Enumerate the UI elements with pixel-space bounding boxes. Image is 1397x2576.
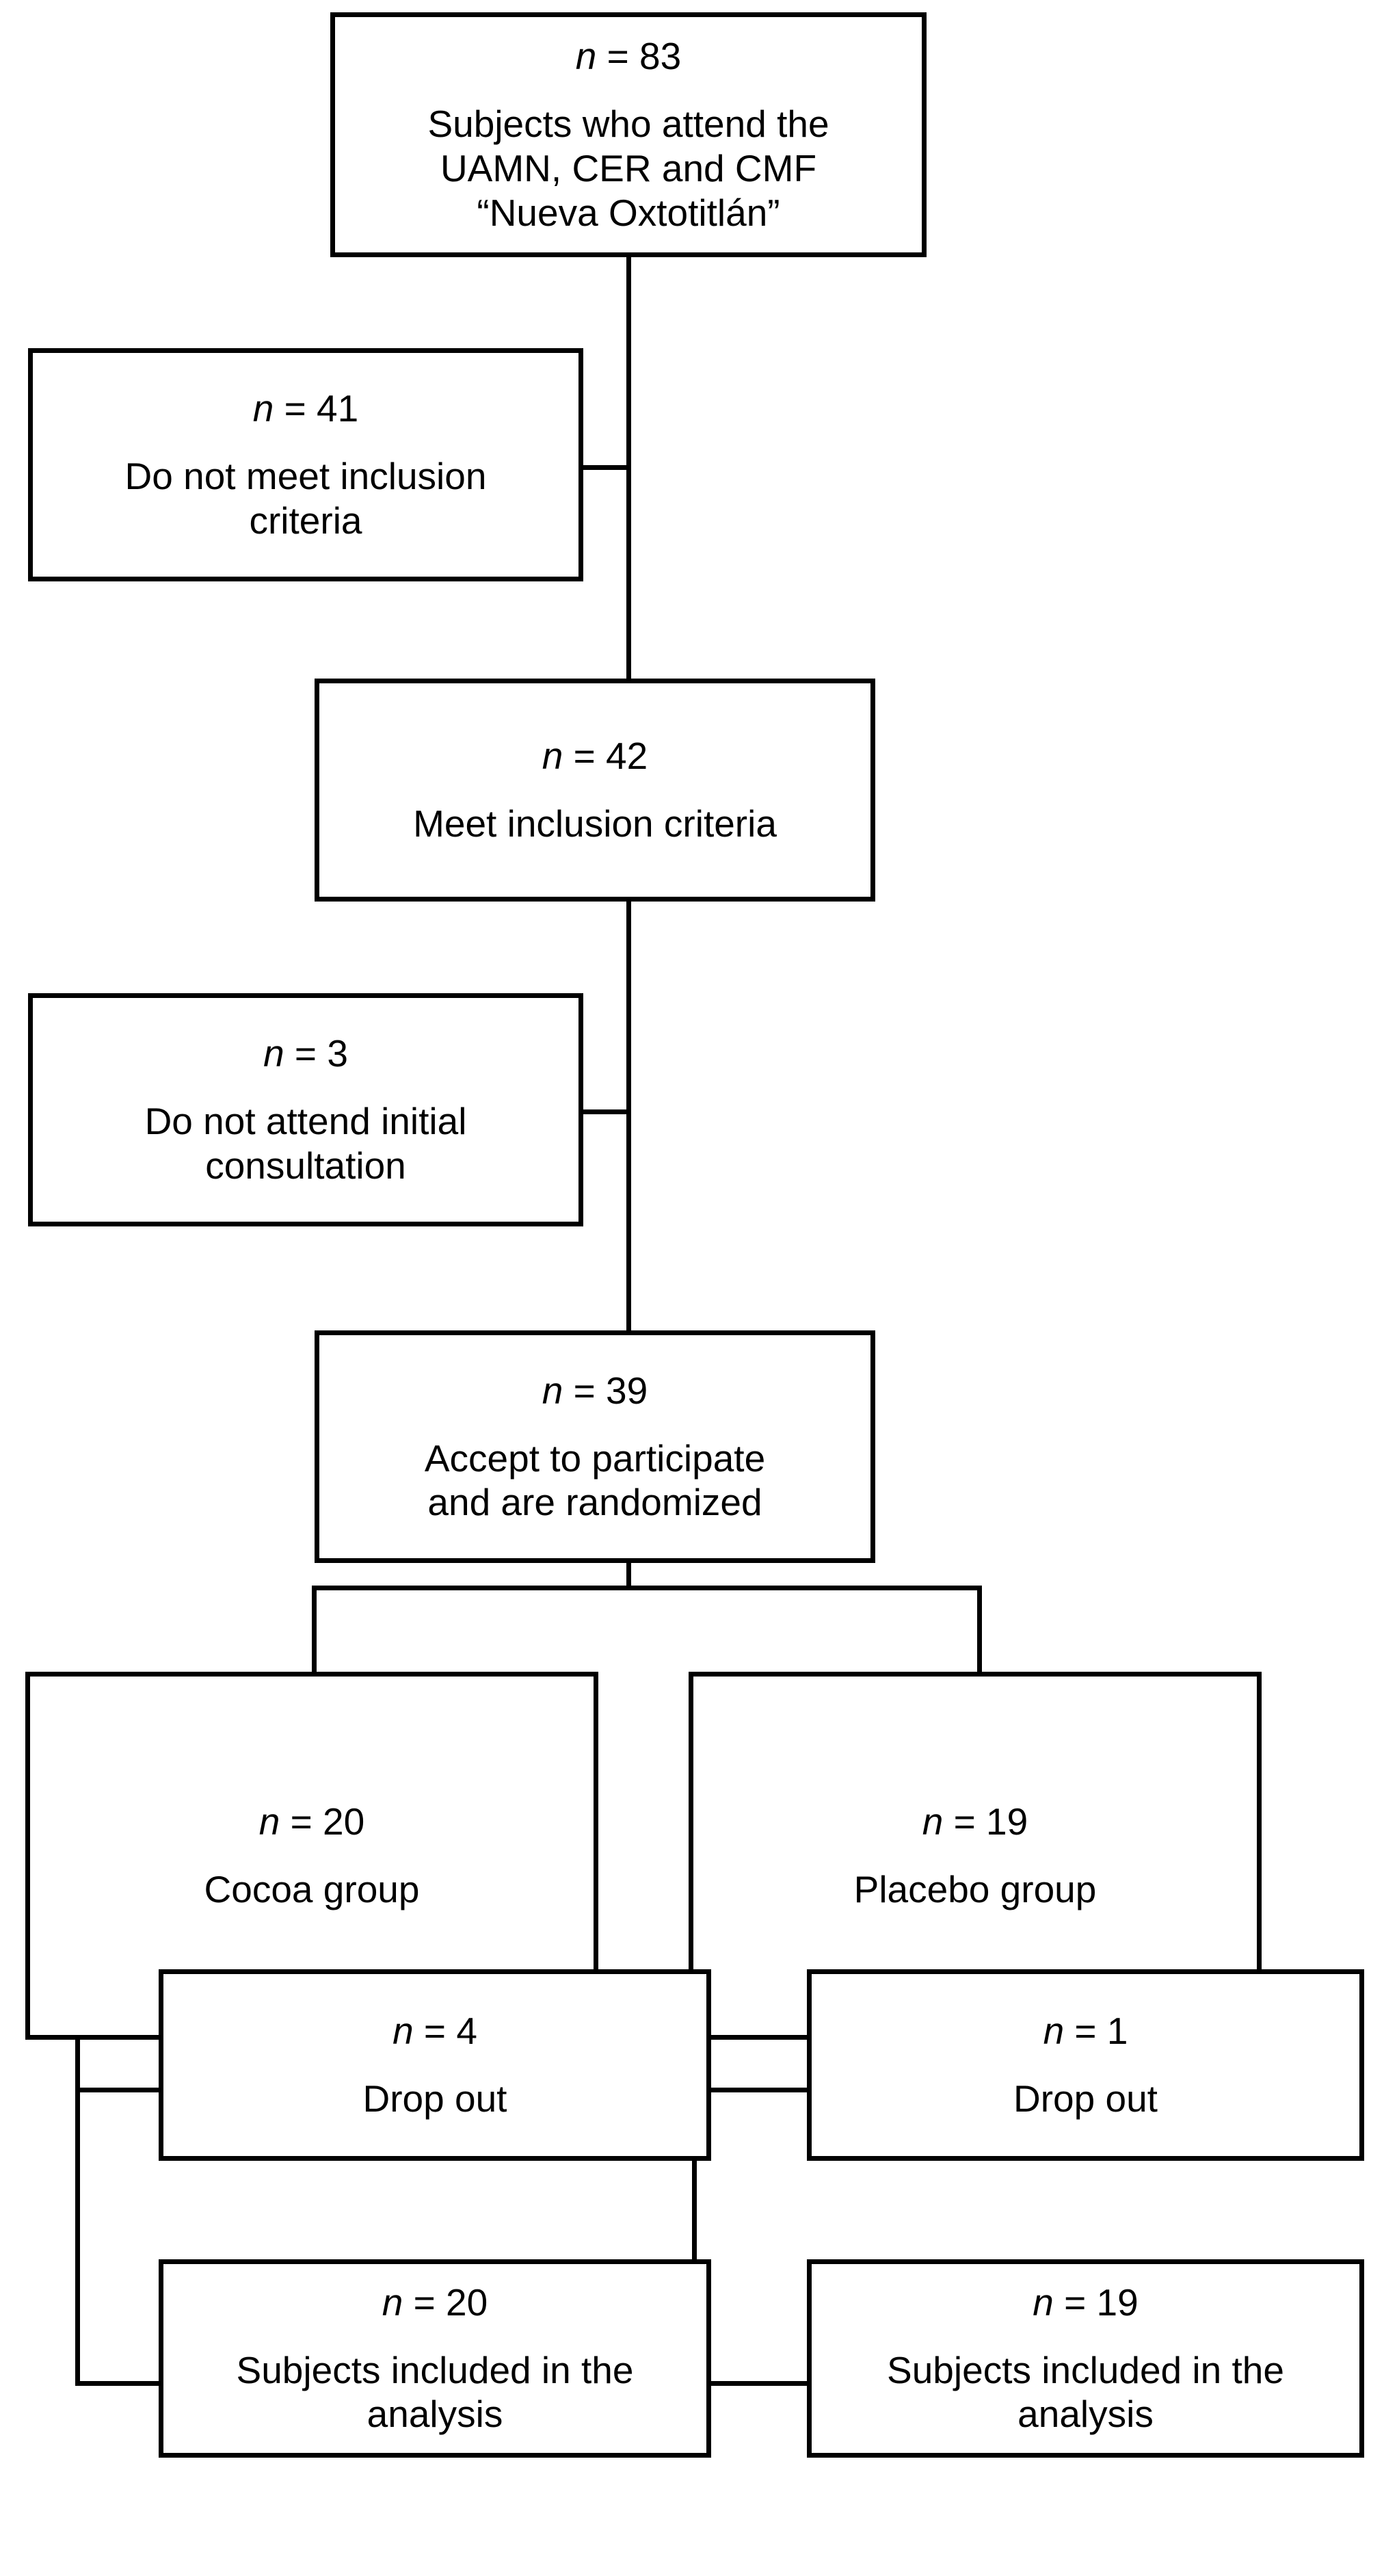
- node-placebo-analyzed[interactable]: n = 19 Subjects included in the analysis: [807, 2259, 1364, 2458]
- cocoa-group-line-1: Cocoa group: [204, 1868, 420, 1910]
- randomized-line-1: Accept to participate: [424, 1436, 766, 1480]
- node-cocoa-analyzed[interactable]: n = 20 Subjects included in the analysis: [159, 2259, 711, 2458]
- connector-randomized-to-split: [626, 1560, 631, 1590]
- node-randomized[interactable]: n = 39 Accept to participate and are ran…: [315, 1330, 875, 1563]
- screened-line-3: “Nueva Oxtotitlán”: [477, 191, 780, 234]
- connector-meet-to-randomized: [626, 899, 631, 1334]
- placebo-group-n-label: n = 19: [922, 1800, 1028, 1843]
- placebo-analyzed-n-label: n = 19: [1033, 2281, 1139, 2324]
- node-excluded-criteria[interactable]: n = 41 Do not meet inclusion criteria: [28, 348, 583, 581]
- connector-cocoa-dropline: [75, 2037, 80, 2386]
- meet-criteria-n-label: n = 42: [542, 735, 648, 778]
- placebo-analyzed-line-1: Subjects included in the: [887, 2348, 1284, 2391]
- screened-line-1: Subjects who attend the: [427, 103, 829, 146]
- excluded-criteria-line-1: Do not meet inclusion: [124, 455, 487, 498]
- screened-line-2: UAMN, CER and CMF: [440, 147, 817, 189]
- screened-n-label: n = 83: [575, 35, 682, 78]
- connector-placebo-to-dropout: [692, 2088, 810, 2092]
- connector-trunk-to-excluded: [578, 465, 629, 470]
- connector-cocoa-to-analysis: [75, 2381, 161, 2386]
- connector-cocoa-to-dropout: [75, 2088, 161, 2092]
- connector-split-to-cocoa: [312, 1586, 317, 1674]
- node-screened[interactable]: n = 83 Subjects who attend the UAMN, CER…: [330, 12, 927, 257]
- cocoa-analyzed-line-1: Subjects included in the: [236, 2348, 634, 2391]
- connector-placebo-to-analysis: [692, 2381, 810, 2386]
- randomized-n-label: n = 39: [542, 1369, 648, 1412]
- placebo-analyzed-line-2: analysis: [1017, 2393, 1154, 2436]
- cocoa-analyzed-n-label: n = 20: [382, 2281, 488, 2324]
- node-placebo-dropout[interactable]: n = 1 Drop out: [807, 1969, 1364, 2161]
- cocoa-group-n-label: n = 20: [258, 1800, 365, 1843]
- node-cocoa-dropout[interactable]: n = 4 Drop out: [159, 1969, 711, 2161]
- connector-placebo-dropline: [692, 2037, 697, 2386]
- node-no-consultation[interactable]: n = 3 Do not attend initial consultation: [28, 993, 583, 1226]
- connector-split-to-placebo: [977, 1586, 982, 1674]
- cocoa-dropout-n-label: n = 4: [393, 2010, 477, 2053]
- placebo-dropout-n-label: n = 1: [1043, 2010, 1128, 2053]
- excluded-criteria-n-label: n = 41: [252, 387, 359, 430]
- cocoa-dropout-line-1: Drop out: [362, 2077, 507, 2120]
- connector-trunk-to-no-consultation: [578, 1109, 629, 1114]
- placebo-group-line-1: Placebo group: [853, 1868, 1097, 1910]
- no-consultation-line-1: Do not attend initial: [144, 1100, 467, 1143]
- randomized-line-2: and are randomized: [427, 1481, 762, 1524]
- no-consultation-line-2: consultation: [205, 1144, 406, 1187]
- excluded-criteria-line-2: criteria: [249, 499, 362, 542]
- node-meet-criteria[interactable]: n = 42 Meet inclusion criteria: [315, 679, 875, 902]
- cocoa-analyzed-line-2: analysis: [367, 2393, 503, 2436]
- no-consultation-n-label: n = 3: [263, 1032, 348, 1075]
- connector-split-bar: [312, 1586, 982, 1590]
- meet-criteria-line-1: Meet inclusion criteria: [413, 802, 777, 845]
- placebo-dropout-line-1: Drop out: [1013, 2077, 1158, 2120]
